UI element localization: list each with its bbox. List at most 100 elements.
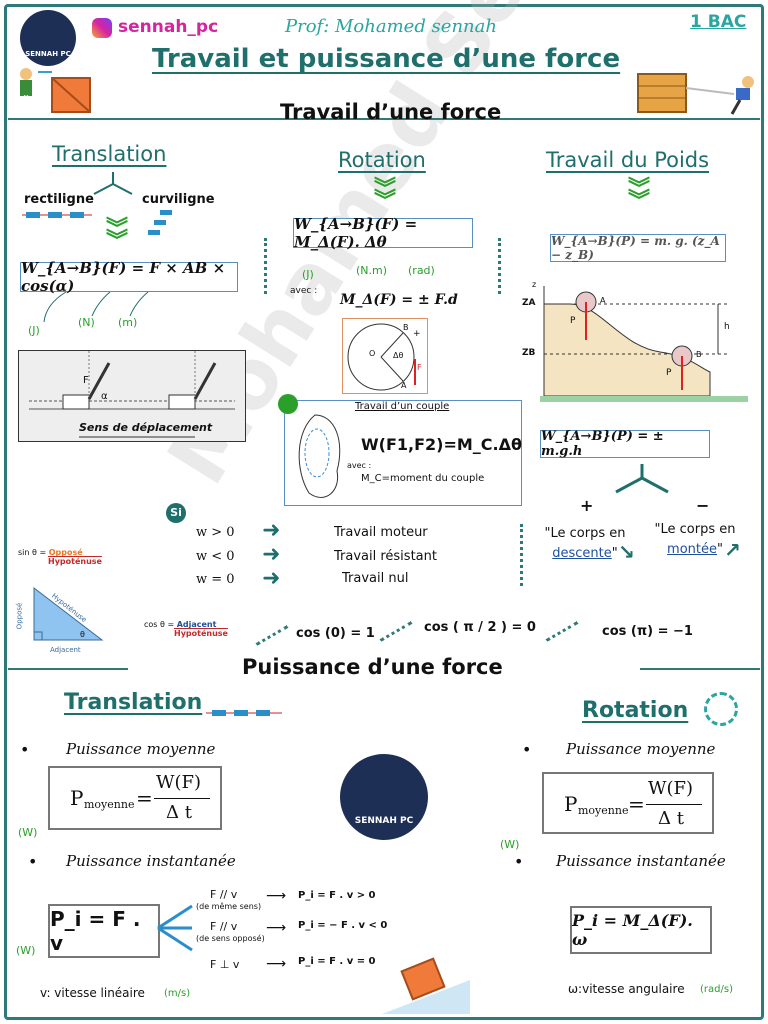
arrow-right-icon: ⟶ [266,956,287,972]
velocity-unit: (m/s) [164,988,191,999]
rotation-title: Rotation [338,148,426,172]
point-o-label: O [369,349,376,358]
plus-sign-label: + [413,329,421,339]
cos-numerator: Adjacent [176,620,217,629]
couple-title: Travail d’un couple [355,401,450,412]
point-a-label: A [600,296,606,305]
power-section-title: Puissance d’une force [242,655,503,679]
force-f-label: F [417,363,422,372]
puissance-instantanee-label: Puissance instantanée [556,852,726,870]
displacement-diagram: F α Sens de déplacement [18,350,246,442]
unit-radian: (rad) [408,264,435,277]
si-badge: Si [166,503,186,523]
logo: SENNAH PC [20,10,76,66]
page-title: Travail et puissance d’une force [152,44,621,74]
sin-denominator: Hypoténuse [48,557,102,566]
arrow-up-right-icon: ↗ [724,538,741,562]
alpha-label: α [101,391,108,402]
page-frame [4,4,764,1020]
couple-shape-icon [298,414,341,498]
power-translation-title: Translation [64,690,203,715]
fraction-numerator: W(F) [156,772,202,793]
arrow-right-icon: ⟶ [266,888,287,904]
cond-positive: w > 0 [196,525,235,540]
logo-text: SENNAH PC [354,816,414,826]
instant-power-formula: P_i = F . v [48,904,160,958]
right-triangle-icon [33,586,104,641]
bullet: • [522,740,532,759]
arrow-right-icon: ⟶ [266,920,287,936]
descente-word: descente [552,546,612,561]
branch-arrows-icon [93,172,133,195]
rectiligne-label: rectiligne [24,192,94,207]
rotation-work-formula: W_{A→B}(F) = M_Δ(F). Δθ [293,215,473,251]
disk-icon [347,323,416,391]
couple-definition: M_C=moment du couple [361,473,485,484]
montee-case: "Le corps en montée" [650,520,740,560]
slope-icon [530,286,748,402]
fraction-bar [646,804,702,805]
work-section-title: Travail d’une force [280,100,502,124]
travail-resistant: Travail résistant [334,549,437,564]
sliding-box-illustration [382,957,470,1014]
cos-denominator: Hypoténuse [174,629,228,638]
unit-newton-meter: (N.m) [356,264,388,277]
rectiligne-path-icon [22,212,92,218]
section-divider [640,668,760,670]
couple-formula: W(F1,F2)=M_C.Δθ [361,435,522,454]
dotted-separator [498,238,501,294]
cos-pi-over-2: cos ( π / 2 ) = 0 [424,620,536,635]
weight-p-label: P [570,316,576,326]
pulling-box-illustration [637,73,754,115]
couple-panel: Travail d’un couple W(F1,F2)=M_C.Δθ avec… [284,400,522,506]
delta-theta-label: Δθ [393,351,404,360]
three-arrows-icon [157,904,193,952]
displacement-caption: Sens de déplacement [79,421,213,434]
plus-sign: + [580,496,594,515]
quote-mark: " [716,542,723,557]
arrow-down-right-icon: ↘ [618,540,635,564]
montee-word: montée [667,542,717,557]
chevron-down-icon: ︾︾ [106,217,129,254]
bullet: • [514,852,524,871]
unit-joule: (J) [302,268,314,281]
section-divider [8,668,128,670]
sin-numerator: Opposé [48,548,83,557]
cos-zero: cos (0) = 1 [296,626,375,641]
zb-label: ZB [522,348,536,358]
montee-prefix: "Le corps en [654,522,736,537]
p-subscript: moyenne [84,798,135,811]
unit-meter: (m) [118,316,138,329]
power-rotation-title: Rotation [582,698,689,723]
sin-definition: sin θ = Opposé Hypoténuse [18,548,102,566]
logo-text: SENNAH PC [25,50,71,58]
case-same-direction: F // v [210,888,238,901]
fraction-denominator: Δ t [658,808,684,829]
moment-formula: M_Δ(F) = ± F.d [340,292,458,308]
dotted-separator [264,238,267,294]
puissance-moyenne-label: Puissance moyenne [566,740,716,758]
unit-joule: (J) [28,324,40,337]
prof-name: Prof: Mohamed sennah [285,16,497,37]
translation-title: Translation [52,142,167,166]
cos-definition: cos θ = Adjacent Hypoténuse [144,620,228,638]
point-b-label: B [696,350,702,359]
instagram-icon [92,18,112,38]
avec-label: avec : [347,461,372,470]
pushing-box-illustration [16,68,91,113]
z-axis-label: z [532,280,537,289]
quote-mark: " [611,546,618,561]
unit-pointer-lines [43,291,149,323]
minus-sign: − [696,496,710,515]
fraction-numerator: W(F) [648,778,694,799]
puissance-instantanee-label: Puissance instantanée [66,852,236,870]
point-b-label: B [403,323,409,332]
height-h-label: h [724,322,730,332]
unit-watt: (W) [500,838,520,851]
bullet: • [28,852,38,871]
result-negative: P_i = − F . v < 0 [298,920,388,931]
puissance-moyenne-label: Puissance moyenne [66,740,216,758]
poids-title: Travail du Poids [546,148,710,172]
bullet: • [20,740,30,759]
instant-power-text: P_i = F . v [50,907,141,955]
